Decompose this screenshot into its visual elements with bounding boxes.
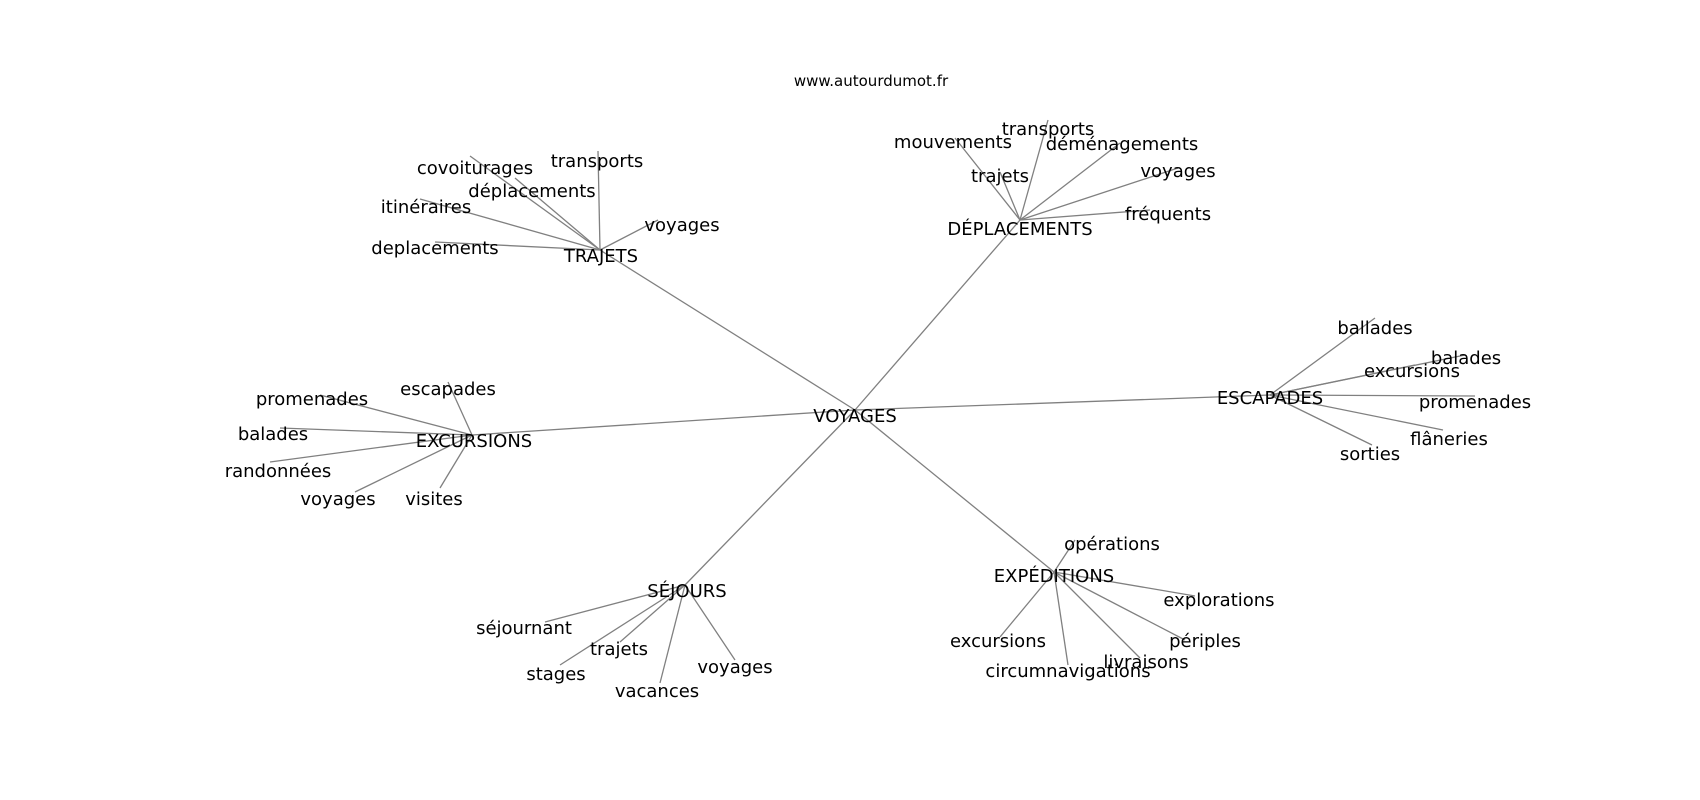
- edge-excursions-leaf: [319, 394, 473, 436]
- leaf-node-excursions: visites: [405, 489, 463, 510]
- edges-layer: [269, 119, 1476, 684]
- edge-sejours-leaf: [544, 584, 686, 623]
- edge-expeditions-leaf: [1053, 571, 1141, 659]
- leaf-node-excursions: balades: [238, 424, 308, 445]
- leaf-node-deplacements: déménagements: [1046, 134, 1199, 155]
- leaf-node-deplacements: fréquents: [1125, 204, 1211, 225]
- leaf-node-excursions: voyages: [300, 489, 375, 510]
- edge-expeditions-leaf: [1053, 571, 1186, 641]
- leaf-node-trajets: deplacements: [371, 238, 498, 259]
- edge-trajets-leaf: [469, 155, 601, 251]
- edge-trajets-leaf: [514, 177, 601, 251]
- edge-deplacements-leaf: [999, 171, 1021, 221]
- edge-trajets-leaf: [597, 150, 601, 251]
- edge-escapades-leaf: [1269, 317, 1376, 396]
- hub-node-sejours: SÉJOURS: [647, 580, 726, 602]
- edge-deplacements-leaf: [1019, 167, 1179, 221]
- edge-escapades-leaf: [1269, 394, 1444, 431]
- edge-sejours-leaf: [559, 584, 686, 666]
- leaf-node-expeditions: livraisons: [1103, 652, 1188, 673]
- edge-excursions-leaf: [447, 381, 473, 436]
- leaf-node-escapades: sorties: [1340, 444, 1400, 465]
- leaf-node-expeditions: excursions: [950, 631, 1046, 652]
- leaf-node-escapades: ballades: [1337, 318, 1412, 339]
- edge-escapades-leaf: [1269, 394, 1373, 446]
- edge-center-excursions: [471, 409, 856, 436]
- edge-expeditions-leaf: [1053, 539, 1076, 573]
- leaf-node-escapades: flâneries: [1410, 429, 1488, 450]
- edge-excursions-leaf: [269, 434, 473, 463]
- hub-node-excursions: EXCURSIONS: [416, 431, 532, 452]
- edge-center-deplacements: [854, 219, 1021, 411]
- edge-trajets-leaf: [434, 241, 601, 251]
- edge-deplacements-leaf: [1019, 119, 1049, 221]
- edge-escapades-leaf: [1269, 354, 1466, 396]
- leaf-node-excursions: promenades: [256, 389, 368, 410]
- leaf-node-expeditions: circumnavigations: [985, 661, 1150, 682]
- edge-deplacements-leaf: [1019, 209, 1151, 221]
- edge-trajets-leaf: [599, 219, 659, 251]
- center-node: VOYAGES: [813, 406, 897, 427]
- edge-escapades-leaf: [1269, 394, 1476, 397]
- leaf-node-trajets: transports: [551, 151, 644, 172]
- leaf-node-sejours: vacances: [615, 681, 699, 702]
- leaf-node-sejours: séjournant: [476, 618, 572, 639]
- edge-center-expeditions: [854, 409, 1055, 573]
- leaf-node-trajets: voyages: [644, 215, 719, 236]
- leaf-node-deplacements: voyages: [1140, 161, 1215, 182]
- leaf-node-excursions: randonnées: [225, 461, 332, 482]
- leaf-node-trajets: covoiturages: [417, 158, 533, 179]
- leaf-node-deplacements: mouvements: [894, 132, 1012, 153]
- source-url: www.autourdumot.fr: [793, 72, 949, 90]
- edge-expeditions-leaf: [1053, 571, 1069, 666]
- edge-expeditions-leaf: [999, 571, 1055, 638]
- labels-layer: covoiturages transports déplacementsitinér…: [225, 119, 1532, 702]
- edge-sejours-leaf: [684, 584, 736, 661]
- edge-sejours-leaf: [619, 584, 686, 643]
- hub-node-expeditions: EXPÉDITIONS: [994, 565, 1114, 587]
- hub-node-deplacements: DÉPLACEMENTS: [947, 218, 1092, 240]
- edge-deplacements-leaf: [954, 137, 1021, 221]
- leaf-node-sejours: voyages: [697, 657, 772, 678]
- edge-excursions-leaf: [354, 434, 473, 493]
- leaf-node-deplacements: transports: [1002, 119, 1095, 140]
- edge-sejours-leaf: [659, 584, 686, 684]
- leaf-node-trajets: déplacements: [468, 181, 595, 202]
- leaf-node-deplacements: trajets: [971, 166, 1029, 187]
- edge-excursions-leaf: [279, 427, 473, 436]
- edge-expeditions-leaf: [1053, 571, 1196, 597]
- edge-trajets-leaf: [419, 198, 601, 251]
- edge-center-sejours: [684, 409, 856, 586]
- edge-excursions-leaf: [439, 434, 473, 489]
- leaf-node-sejours: trajets: [590, 639, 648, 660]
- edge-center-trajets: [599, 249, 856, 411]
- leaf-node-excursions: escapades: [400, 379, 496, 400]
- leaf-node-escapades: promenades: [1419, 392, 1531, 413]
- leaf-node-escapades: balades: [1431, 348, 1501, 369]
- leaf-node-trajets: itinéraires: [381, 197, 471, 218]
- leaf-node-expeditions: explorations: [1163, 590, 1274, 611]
- leaf-node-sejours: stages: [526, 664, 585, 685]
- edge-deplacements-leaf: [1019, 142, 1121, 221]
- edge-center-escapades: [854, 394, 1271, 411]
- leaf-node-expeditions: opérations: [1064, 534, 1160, 555]
- leaf-node-escapades: excursions: [1364, 361, 1460, 382]
- hub-node-trajets: TRAJETS: [563, 246, 638, 267]
- hub-node-escapades: ESCAPADES: [1217, 388, 1323, 409]
- leaf-node-expeditions: périples: [1169, 631, 1241, 652]
